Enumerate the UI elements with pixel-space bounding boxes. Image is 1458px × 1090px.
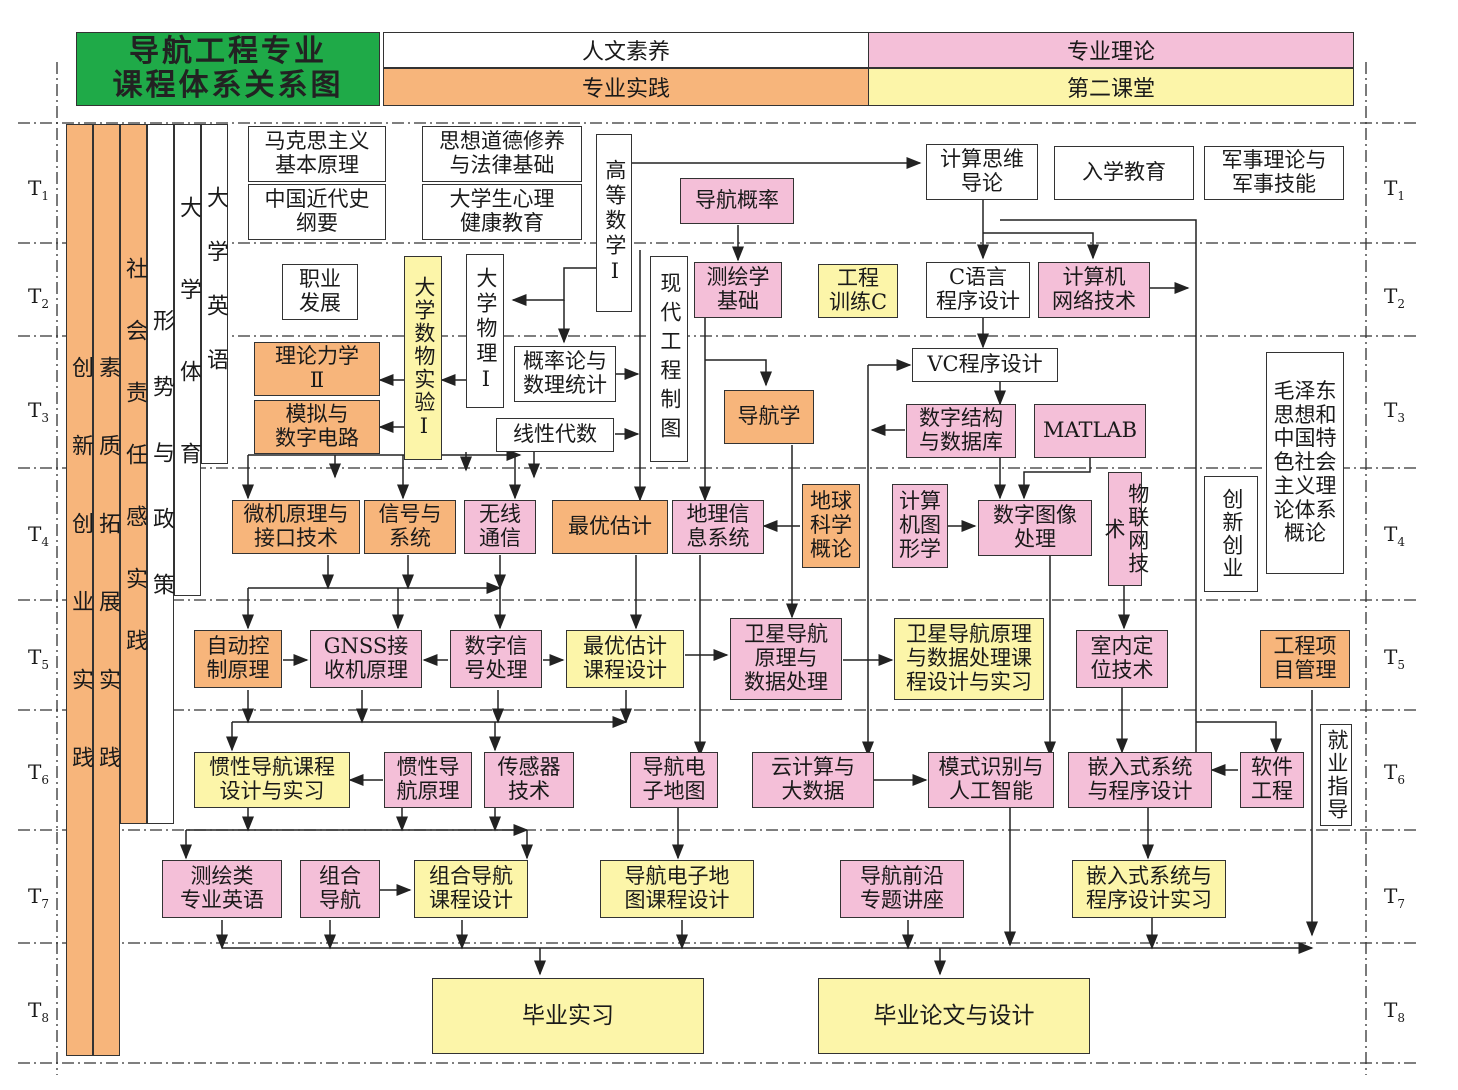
course-optest: 最优估计: [552, 500, 668, 554]
course-image: 数字图像 处理: [978, 500, 1092, 556]
term-label-right-2: T2: [1384, 284, 1405, 311]
term-label-left-8: T8: [28, 998, 49, 1025]
legend-practice: 专业实践: [383, 68, 869, 106]
column-policy: 形势与政策: [147, 124, 174, 824]
term-label-left-3: T3: [28, 398, 49, 425]
course-navigation: 导航学: [724, 390, 814, 444]
course-survey: 测绘学 基础: [694, 262, 782, 318]
term-label-right-8: T8: [1384, 998, 1405, 1025]
course-micro: 微机原理与 接口技术: [232, 500, 360, 554]
course-ds: 数字结构 与数据库: [906, 404, 1016, 458]
course-matlab: MATLAB: [1034, 404, 1146, 458]
course-iot: 物联网技术: [1102, 472, 1150, 586]
term-label-right-1: T1: [1384, 176, 1405, 203]
course-history: 中国近代史 纲要: [248, 184, 386, 240]
course-ins: 惯性导 航原理: [384, 752, 472, 808]
column-social-practice: 社会责任感实践: [120, 124, 147, 824]
course-mechanics: 理论力学 Ⅱ: [254, 342, 380, 396]
term-label-right-5: T5: [1384, 645, 1405, 672]
course-sat-nav: 卫星导航 原理与 数据处理: [730, 618, 842, 700]
course-emap: 导航电 子地图: [630, 752, 718, 808]
course-autoctrl: 自动控 制原理: [194, 630, 282, 688]
term-label-left-1: T1: [28, 176, 49, 203]
term-label-right-6: T6: [1384, 760, 1405, 787]
term-label-left-4: T4: [28, 522, 49, 549]
course-career: 职业 发展: [282, 264, 358, 320]
column-pe: 大学体育: [174, 124, 201, 596]
course-gis: 地理信 息系统: [672, 500, 764, 554]
column-quality-practice: 素质拓展实践: [93, 124, 120, 1056]
course-circuit: 模拟与 数字电路: [254, 400, 380, 454]
term-label-right-4: T4: [1384, 522, 1405, 549]
course-dsp: 数字信 号处理: [450, 630, 542, 688]
course-indoor: 室内定 位技术: [1076, 630, 1168, 688]
course-enroll: 入学教育: [1054, 146, 1194, 200]
course-frontier: 导航前沿 专题讲座: [840, 860, 964, 918]
course-software: 软件 工程: [1240, 752, 1304, 808]
arrows: [180, 157, 1318, 976]
course-ins-design: 惯性导航课程 设计与实习: [194, 752, 350, 808]
course-ai: 模式识别与 人工智能: [928, 752, 1054, 808]
legend-second-class: 第二课堂: [868, 68, 1354, 106]
course-eng-english: 测绘类 专业英语: [162, 860, 282, 918]
course-ethics: 思想道德修养 与法律基础: [422, 126, 582, 182]
course-internship: 毕业实习: [432, 978, 704, 1054]
course-gnss: GNSS接 收机原理: [310, 630, 422, 688]
course-nav-prob: 导航概率: [680, 178, 794, 224]
legend-theory: 专业理论: [868, 32, 1354, 68]
course-sat-design: 卫星导航原理 与数据处理课 程设计与实习: [894, 618, 1044, 700]
term-dividers: [18, 62, 1416, 1075]
course-training: 工程 训练C: [818, 264, 898, 318]
course-graphics: 计算 机图 形学: [892, 484, 948, 568]
course-math: 高等数学Ⅰ: [596, 134, 632, 312]
course-c-lang: C语言 程序设计: [926, 262, 1030, 318]
course-sensor: 传感器 技术: [484, 752, 574, 808]
course-embedded-prac: 嵌入式系统与 程序设计实习: [1072, 860, 1226, 918]
course-network: 计算机 网络技术: [1038, 262, 1150, 318]
course-probstat: 概率论与 数理统计: [514, 346, 616, 402]
term-label-left-2: T2: [28, 284, 49, 311]
course-job: 就业指导: [1320, 724, 1352, 826]
diagram-title: 导航工程专业 课程体系关系图: [76, 32, 380, 106]
column-innovation-practice: 创新创业实践: [66, 124, 93, 1056]
course-comp-think: 计算思维 导论: [926, 144, 1038, 200]
term-label-right-7: T7: [1384, 884, 1405, 911]
course-psych: 大学生心理 健康教育: [422, 184, 582, 240]
course-emap-design: 导航电子地 图课程设计: [600, 860, 754, 918]
course-innovate: 创新创业: [1204, 476, 1258, 592]
course-phys-exp: 大学数物实验Ⅰ: [404, 256, 442, 460]
course-military: 军事理论与 军事技能: [1204, 146, 1344, 200]
course-earth: 地球 科学 概论: [802, 484, 860, 568]
course-vc: VC程序设计: [912, 348, 1058, 382]
course-mao: 毛泽东 思想和 中国特 色社会 主义理 论体系 概论: [1266, 352, 1344, 574]
course-integrated: 组合 导航: [300, 860, 380, 918]
course-linalg: 线性代数: [496, 418, 614, 452]
term-label-left-6: T6: [28, 760, 49, 787]
course-marx: 马克思主义 基本原理: [248, 126, 386, 182]
course-physics: 大学物理Ⅰ: [466, 254, 504, 408]
course-signal: 信号与 系统: [364, 500, 456, 554]
column-english: 大学英语: [201, 124, 228, 464]
term-label-left-7: T7: [28, 884, 49, 911]
course-embedded: 嵌入式系统 与程序设计: [1068, 752, 1212, 808]
course-drawing: 现代工程制图: [650, 256, 688, 462]
course-thesis: 毕业论文与设计: [818, 978, 1090, 1054]
course-optest-design: 最优估计 课程设计: [566, 630, 684, 688]
course-cloud: 云计算与 大数据: [752, 752, 874, 808]
course-wireless: 无线 通信: [464, 500, 536, 554]
term-label-right-3: T3: [1384, 398, 1405, 425]
term-label-left-5: T5: [28, 645, 49, 672]
course-pm: 工程项 目管理: [1260, 630, 1350, 688]
legend-humanities: 人文素养: [383, 32, 869, 68]
course-integ-design: 组合导航 课程设计: [414, 860, 528, 918]
